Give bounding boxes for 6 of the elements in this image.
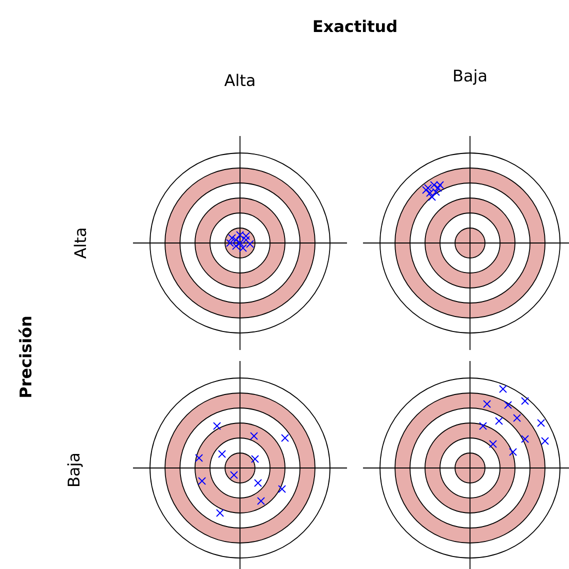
category-label: Baja xyxy=(454,69,486,85)
axis-title: Exactitud xyxy=(314,20,396,32)
axis-title: Precisión xyxy=(18,316,32,397)
category-label: Baja xyxy=(67,454,83,486)
category-label: Alta xyxy=(74,228,86,259)
category-label: Alta xyxy=(224,74,254,86)
